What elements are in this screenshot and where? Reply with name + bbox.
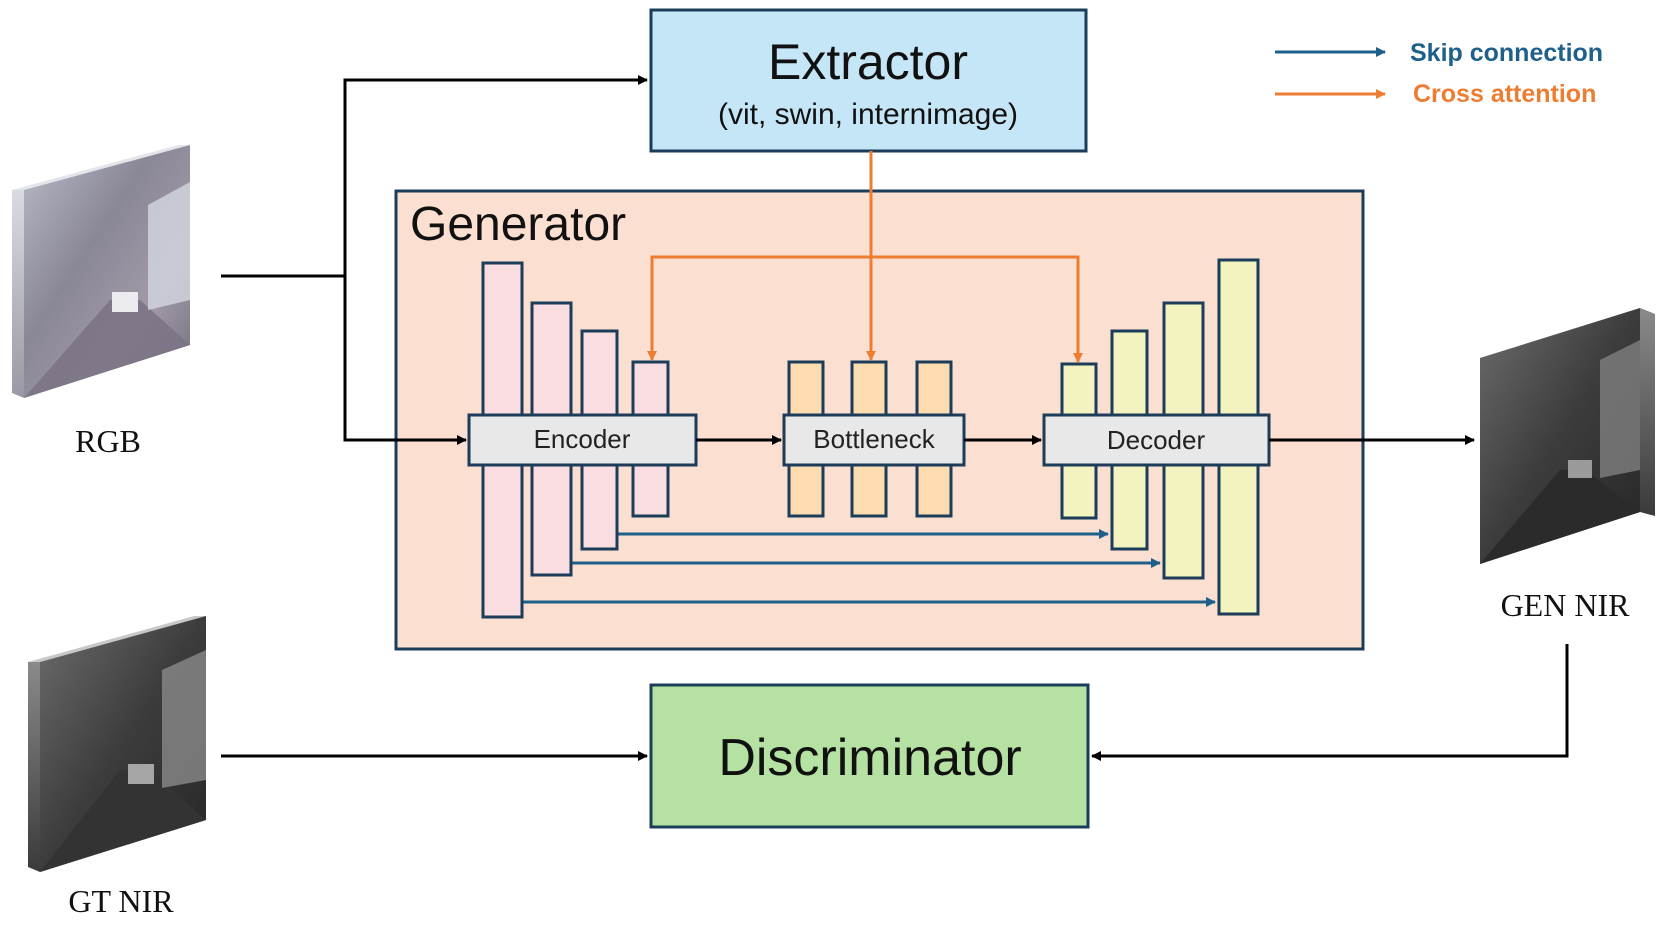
bottleneck-label-box — [782, 413, 966, 467]
encoder-module: Encoder — [467, 413, 698, 467]
generator-title: Generator — [410, 198, 626, 251]
discriminator-block: Discriminator — [649, 683, 1090, 829]
gen-nir-image-road — [1480, 470, 1640, 564]
bottleneck-module: Bottleneck — [782, 413, 966, 467]
rgb-stack-side — [12, 190, 24, 398]
flow-arrows — [221, 75, 1569, 761]
rgb-to-extractor-arrow — [343, 75, 648, 276]
decoder-label-box — [1042, 413, 1271, 467]
bottleneck-label: Bottleneck — [813, 424, 935, 454]
rgb-image-car — [112, 292, 138, 312]
cross-attention-arrow — [871, 255, 1083, 363]
gt-nir-label: GT NIR — [68, 883, 174, 919]
decoder-label: Decoder — [1107, 425, 1206, 455]
gt-nir-stack-side — [28, 662, 40, 872]
gt-nir-image-car — [128, 764, 154, 784]
gen-nir-stack-side — [1640, 308, 1655, 516]
cross-attention-arrow — [647, 255, 871, 361]
skip-connections — [522, 529, 1216, 607]
encoder-label-box — [467, 413, 698, 467]
gt-nir-image-stack — [28, 616, 206, 872]
extractor-box — [649, 8, 1088, 153]
extractor-title: Extractor — [768, 34, 968, 90]
decoder-module: Decoder — [1042, 413, 1271, 467]
rgb-image-road — [24, 300, 190, 398]
discriminator-title: Discriminator — [718, 729, 1021, 787]
rgb-stack-top — [12, 145, 190, 190]
rgb-label: RGB — [75, 423, 141, 459]
extractor-subtitle: (vit, swin, internimage) — [718, 98, 1018, 131]
gen-nir-label: GEN NIR — [1501, 587, 1631, 623]
rgb-image-building — [148, 182, 190, 310]
cross-attention-connections — [647, 151, 1083, 363]
skip-connection-legend-label: Skip connection — [1410, 39, 1603, 67]
cross-attention-legend-label: Cross attention — [1413, 80, 1596, 108]
gen-nir-image-building — [1600, 340, 1640, 478]
gt-nir-stack-top — [28, 616, 206, 662]
gen-nir-image-stack — [1480, 308, 1655, 564]
gen-nir-image-car — [1568, 460, 1592, 478]
gt-nir-image-road — [40, 770, 206, 872]
legend: Skip connection Cross attention — [1275, 39, 1603, 108]
rgb-to-encoder-arrow — [343, 276, 467, 445]
extractor-block: Extractor (vit, swin, internimage) — [649, 8, 1088, 153]
rgb-image-stack — [12, 145, 190, 398]
encoder-label: Encoder — [534, 424, 631, 454]
gt-nir-image-building — [162, 650, 206, 788]
discriminator-box — [649, 683, 1090, 829]
gen-nir-to-discriminator-arrow — [1091, 644, 1569, 761]
